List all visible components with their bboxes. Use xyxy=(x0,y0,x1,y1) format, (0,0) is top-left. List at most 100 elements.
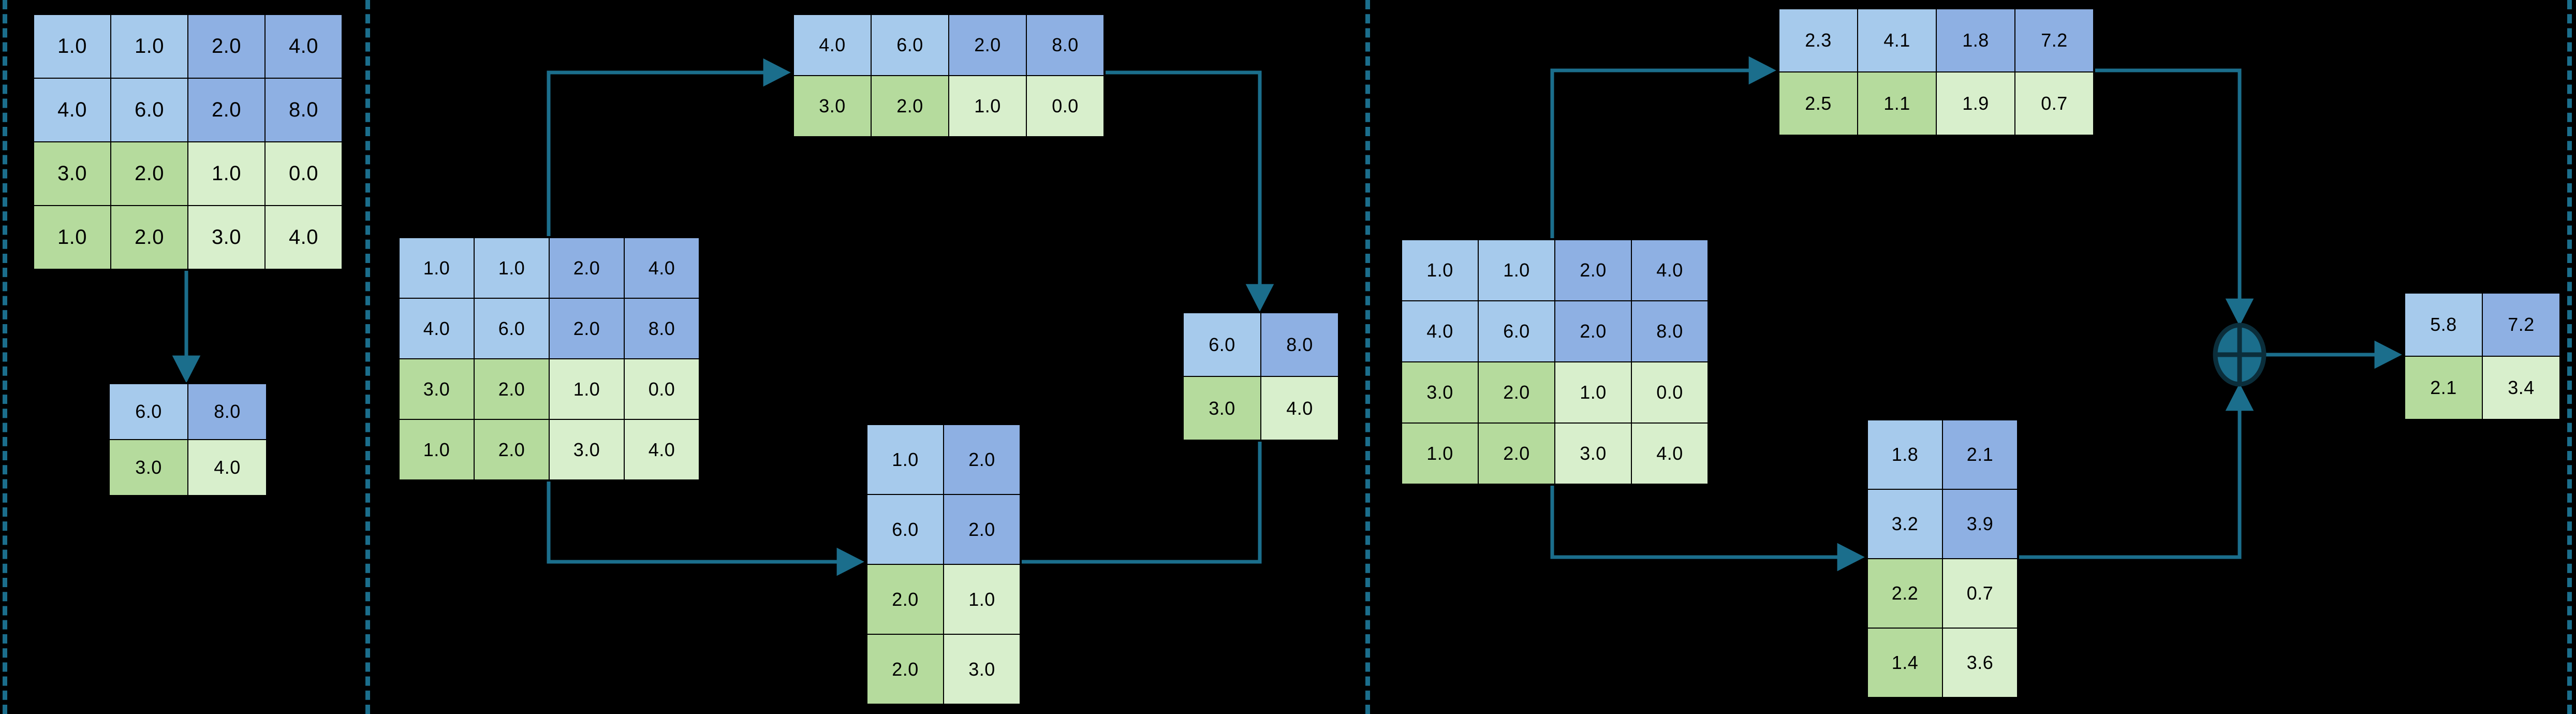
divider-right-edge xyxy=(2567,0,2572,714)
matrix-cell: 0.7 xyxy=(1942,559,2018,628)
matrix-cell: 0.7 xyxy=(2015,72,2094,135)
matrix-cell: 4.0 xyxy=(793,14,871,76)
matrix-cell: 2.0 xyxy=(949,14,1026,76)
matrix-cell: 2.0 xyxy=(1478,362,1555,423)
matrix-cell: 1.4 xyxy=(1867,628,1942,697)
matrix-cell: 3.4 xyxy=(2482,356,2560,419)
matrix-cell: 0.0 xyxy=(1026,76,1104,137)
matrix-cell: 1.0 xyxy=(111,14,188,78)
matrix-cell: 1.9 xyxy=(1936,72,2015,135)
matrix-cell: 8.0 xyxy=(1261,313,1338,376)
matrix-cell: 7.2 xyxy=(2482,293,2560,356)
matrix-cell: 4.0 xyxy=(624,419,699,480)
edge-panel3-source-to-top xyxy=(1550,56,1776,238)
matrix-cell: 2.0 xyxy=(1555,240,1631,301)
matrix-cell: 2.0 xyxy=(188,78,265,142)
matrix-cell: 2.0 xyxy=(1555,301,1631,362)
divider-panel1-panel2 xyxy=(365,0,370,714)
matrix-cell: 0.0 xyxy=(1631,362,1708,423)
matrix-cell: 4.0 xyxy=(1402,301,1478,362)
matrix-cell: 2.0 xyxy=(549,238,624,298)
matrix-cell: 3.0 xyxy=(793,76,871,137)
matrix-cell: 3.0 xyxy=(1402,362,1478,423)
matrix-cell: 3.0 xyxy=(399,359,474,419)
matrix-cell: 8.0 xyxy=(624,298,699,359)
matrix-cell: 2.1 xyxy=(1942,420,2018,489)
matrix-cell: 6.0 xyxy=(867,494,944,564)
divider-left-edge xyxy=(3,0,7,714)
matrix-cell: 2.0 xyxy=(1478,423,1555,484)
matrix-cell: 3.9 xyxy=(1942,489,2018,559)
matrix-cell: 2.0 xyxy=(867,564,944,634)
edge-panel3-source-to-bottom xyxy=(1550,483,1865,572)
matrix-cell: 4.0 xyxy=(188,440,267,496)
matrix-cell: 2.0 xyxy=(474,419,549,480)
sum-node[interactable] xyxy=(2213,323,2266,387)
matrix-cell: 6.0 xyxy=(111,78,188,142)
matrix-cell: 4.0 xyxy=(1631,240,1708,301)
matrix-cell: 6.0 xyxy=(1478,301,1555,362)
matrix-cell: 1.1 xyxy=(1858,72,1936,135)
matrix-cell: 2.0 xyxy=(111,206,188,269)
matrix-cell: 1.0 xyxy=(474,238,549,298)
edge-panel3-top-to-sum xyxy=(2092,68,2254,326)
matrix-cell: 1.0 xyxy=(949,76,1026,137)
matrix-cell: 4.0 xyxy=(34,78,111,142)
matrix-cell: 2.0 xyxy=(188,14,265,78)
matrix-cell: 4.0 xyxy=(265,14,342,78)
matrix-cell: 0.0 xyxy=(624,359,699,419)
matrix-cell: 8.0 xyxy=(265,78,342,142)
matrix-cell: 3.6 xyxy=(1942,628,2018,697)
edge-panel3-bottom-to-sum xyxy=(2017,383,2254,559)
matrix-cell: 2.0 xyxy=(944,494,1020,564)
matrix-cell: 8.0 xyxy=(1026,14,1104,76)
matrix-cell: 2.0 xyxy=(867,634,944,704)
matrix-cell: 8.0 xyxy=(188,384,267,440)
edge-panel2-source-to-top xyxy=(547,58,791,238)
matrix-cell: 2.2 xyxy=(1867,559,1942,628)
matrix-cell: 2.3 xyxy=(1779,9,1858,72)
matrix-cell: 1.0 xyxy=(1402,423,1478,484)
matrix-cell: 1.0 xyxy=(188,142,265,206)
matrix-cell: 2.0 xyxy=(944,425,1020,494)
matrix-cell: 2.0 xyxy=(549,298,624,359)
matrix-cell: 1.0 xyxy=(399,419,474,480)
matrix-cell: 1.0 xyxy=(867,425,944,494)
matrix-cell: 5.8 xyxy=(2405,293,2482,356)
matrix-cell: 2.0 xyxy=(111,142,188,206)
matrix-cell: 4.0 xyxy=(265,206,342,269)
matrix-cell: 1.0 xyxy=(399,238,474,298)
matrix-cell: 3.0 xyxy=(188,206,265,269)
matrix-cell: 1.0 xyxy=(34,14,111,78)
matrix-cell: 4.0 xyxy=(1631,423,1708,484)
matrix-cell: 3.0 xyxy=(34,142,111,206)
matrix-cell: 4.0 xyxy=(624,238,699,298)
matrix-cell: 1.0 xyxy=(944,564,1020,634)
matrix-cell: 6.0 xyxy=(109,384,188,440)
matrix-cell: 4.0 xyxy=(1261,376,1338,440)
divider-panel2-panel3 xyxy=(1365,0,1370,714)
matrix-cell: 3.0 xyxy=(1555,423,1631,484)
matrix-cell: 1.8 xyxy=(1936,9,2015,72)
matrix-cell: 4.0 xyxy=(399,298,474,359)
matrix-cell: 2.0 xyxy=(871,76,949,137)
matrix-cell: 8.0 xyxy=(1631,301,1708,362)
matrix-cell: 0.0 xyxy=(265,142,342,206)
matrix-cell: 2.5 xyxy=(1779,72,1858,135)
matrix-cell: 2.0 xyxy=(474,359,549,419)
matrix-cell: 3.0 xyxy=(1183,376,1261,440)
matrix-cell: 1.0 xyxy=(549,359,624,419)
matrix-cell: 1.8 xyxy=(1867,420,1942,489)
matrix-cell: 1.0 xyxy=(1478,240,1555,301)
matrix-cell: 2.1 xyxy=(2405,356,2482,419)
